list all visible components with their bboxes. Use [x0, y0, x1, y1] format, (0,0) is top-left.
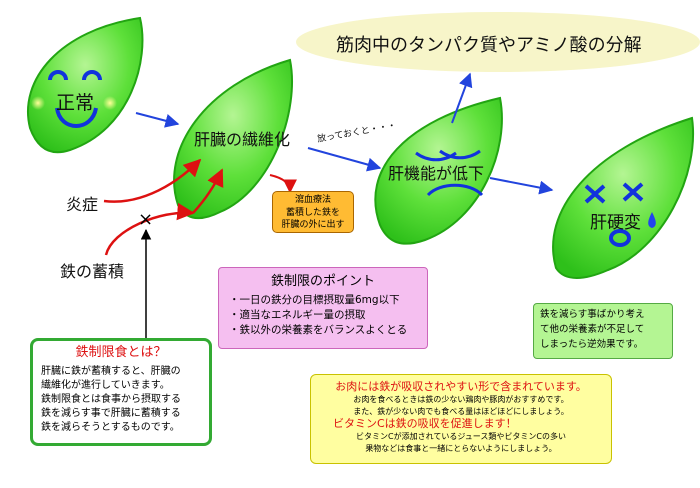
meat-body-2: また、鉄が少ない肉でも食べる量はほどほどにしましょう。: [353, 406, 569, 416]
phlebotomy-line-1: 瀉血療法: [294, 195, 331, 205]
arrow-inflammation: [103, 158, 202, 203]
leaf-normal: [27, 16, 144, 154]
meat-heading: お肉には鉄が吸収されやすい形で含まれています。: [335, 380, 587, 393]
points-item-1: ・一日の鉄分の目標摂取量6mg以下: [229, 294, 400, 306]
arrow-normal-to-fibrosis: [135, 112, 180, 128]
meat-body-1: お肉を食べるときは鉄の少ない鶏肉や豚肉がおすすめです。: [353, 395, 569, 404]
arrow-decline-to-banner: [451, 72, 473, 124]
node-label-decline: 肝機能が低下: [388, 164, 485, 183]
arrow-decline-to-cirrhosis: [489, 177, 554, 195]
points-title: 鉄制限のポイント: [270, 274, 375, 289]
vitc-heading: ビタミンCは鉄の吸収を促進します！: [333, 417, 517, 430]
banner-text: 筋肉中のタンパク質やアミノ酸の分解: [336, 35, 642, 56]
banner-ellipse: [296, 12, 700, 72]
points-item-3: ・鉄以外の栄養素をバランスよくとる: [229, 324, 408, 336]
diet-line-2: 繊維化が進行していきます。: [41, 380, 170, 391]
warning-line-3: しまったら逆効果です。: [540, 339, 644, 350]
warning-line-1: 鉄を減らす事ばかり考え: [540, 309, 645, 320]
arrow-to-phlebotomy: [269, 174, 297, 194]
leaf-fibrosis: [173, 58, 293, 220]
inhibit-mark: ×: [138, 209, 153, 230]
node-label-normal: 正常: [56, 92, 95, 114]
meat-box: お肉には鉄が吸収されやすい形で含まれています。 お肉を食べるときは鉄の少ない鶏肉…: [310, 374, 612, 464]
diet-line-3: 鉄制限食とは食事から摂取する: [41, 394, 181, 405]
diet-line-1: 肝臓に鉄が蓄積すると、肝臓の: [41, 366, 181, 377]
node-label-fibrosis: 肝臓の繊維化: [194, 130, 291, 149]
arrow-fibrosis-to-decline: [307, 147, 382, 172]
cause-inflammation: 炎症: [66, 195, 99, 214]
phlebotomy-box: 瀉血療法 蓄積した鉄を 肝臓の外に出す: [272, 191, 354, 233]
leaf-decline: [374, 96, 503, 245]
arrow-inhibited-to-fibrosis: [192, 168, 224, 214]
diet-line-4: 鉄を減らす事で肝臓に蓄積する: [41, 408, 181, 419]
points-item-2: ・適当なエネルギー量の摂取: [229, 309, 366, 321]
cause-iron: 鉄の蓄積: [60, 262, 125, 281]
diet-box: 鉄制限食とは？ 肝臓に鉄が蓄積すると、肝臓の 繊維化が進行していきます。 鉄制限…: [30, 338, 212, 446]
phlebotomy-line-2: 蓄積した鉄を: [285, 207, 340, 218]
warning-box: 鉄を減らす事ばかり考え て他の栄養素が不足して しまったら逆効果です。: [533, 303, 673, 359]
arrow-iron: [104, 202, 195, 256]
leaf-cirrhosis: [552, 116, 694, 279]
warning-line-2: て他の栄養素が不足して: [540, 324, 645, 335]
diet-title: 鉄制限食とは？: [75, 345, 167, 360]
vitc-body-2: 果物などは食事と一緒にとらないようにしましょう。: [365, 443, 557, 453]
node-label-cirrhosis: 肝硬変: [590, 213, 641, 233]
vitc-body-1: ビタミンCが添加されているジュース類やビタミンCの多い: [356, 432, 566, 441]
phlebotomy-line-3: 肝臓の外に出す: [281, 220, 345, 230]
diet-line-5: 鉄を減らそうとするものです。: [41, 422, 180, 433]
points-box: 鉄制限のポイント ・一日の鉄分の目標摂取量6mg以下 ・適当なエネルギー量の摂取…: [218, 267, 428, 349]
